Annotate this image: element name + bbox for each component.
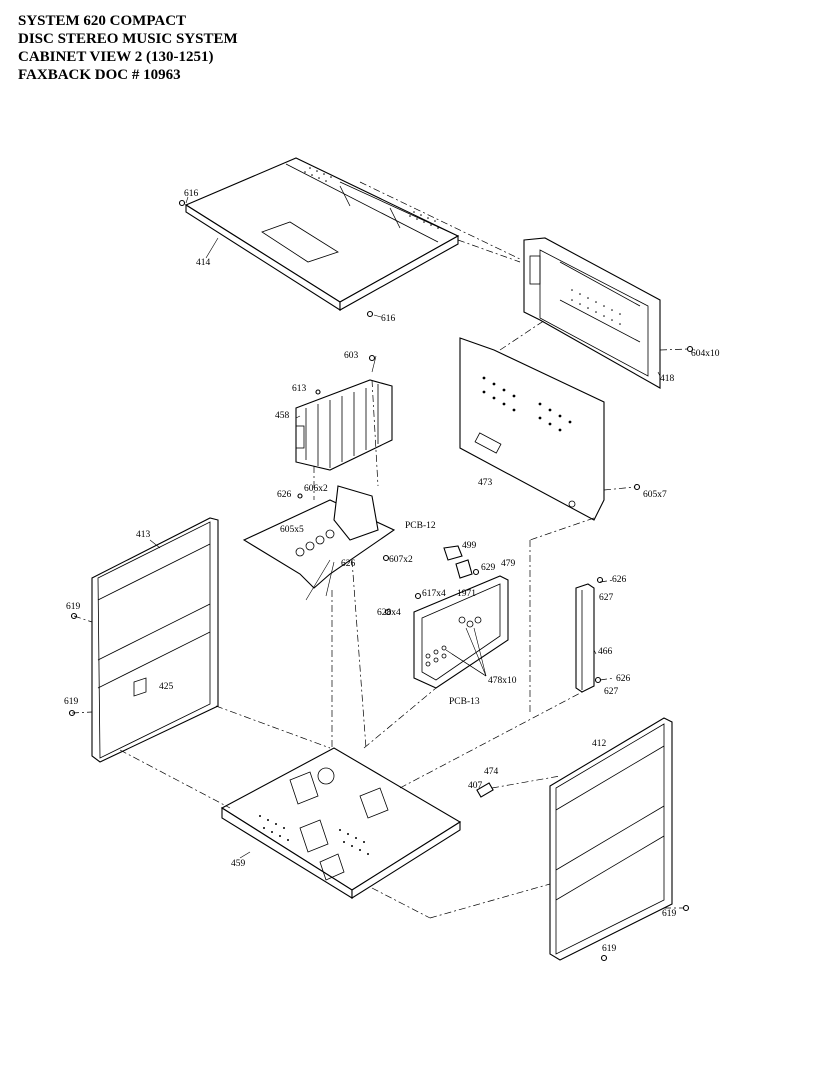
label-619-left-top: 619 [66, 602, 81, 612]
heat-sink-458 [295, 354, 393, 471]
label-605x5: 605x5 [280, 525, 304, 535]
label-606x2: 606x2 [304, 484, 328, 494]
label-418: 418 [660, 374, 675, 384]
bracket-499 [443, 545, 480, 579]
label-459: 459 [231, 859, 246, 869]
label-499: 499 [462, 541, 477, 551]
header-title: SYSTEM 620 COMPACT [18, 13, 187, 29]
label-626-466-bottom: 626 [616, 674, 631, 684]
label-478x10: 478x10 [488, 676, 517, 686]
label-626-466-top: 626 [612, 575, 627, 585]
label-627-bottom: 627 [604, 687, 619, 697]
label-425: 425 [159, 682, 174, 692]
label-604x10: 604x10 [691, 349, 720, 359]
label-458: 458 [275, 411, 290, 421]
label-474: 474 [484, 767, 499, 777]
label-627-top: 627 [599, 593, 614, 603]
header-subtitle: DISC STEREO MUSIC SYSTEM [18, 31, 238, 47]
label-414: 414 [196, 258, 211, 268]
header-faxback-doc: FAXBACK DOC # 10963 [18, 67, 181, 83]
label-pcb-12: PCB-12 [405, 521, 436, 531]
label-pcb-13: PCB-13 [449, 697, 480, 707]
label-619-bottom: 619 [602, 944, 617, 954]
label-629: 629 [481, 563, 496, 573]
label-607x2: 607x2 [389, 555, 413, 565]
label-626-pcb12: 626 [277, 490, 292, 500]
label-1971: 1971 [457, 589, 476, 599]
label-613: 613 [292, 384, 307, 394]
label-413: 413 [136, 530, 151, 540]
amplifier-board-pcb-12 [242, 485, 396, 589]
bottom-chassis-459 [220, 747, 494, 899]
document-header: SYSTEM 620 COMPACT DISC STEREO MUSIC SYS… [18, 12, 238, 84]
bracket-466 [575, 576, 604, 693]
label-605x7: 605x7 [643, 490, 667, 500]
label-616-bottom: 616 [381, 314, 396, 324]
label-619-right: 619 [662, 909, 677, 919]
top-cover-414 [178, 157, 460, 318]
label-479: 479 [501, 559, 516, 569]
label-626-connector: 626 [341, 559, 356, 569]
label-616-top: 616 [184, 189, 199, 199]
right-side-panel-412 [549, 717, 690, 962]
label-628x4: 628x4 [377, 608, 401, 618]
label-412: 412 [592, 739, 607, 749]
rear-panel-418 [523, 237, 694, 389]
label-603: 603 [344, 351, 359, 361]
label-619-left-bottom: 619 [64, 697, 79, 707]
left-side-panel-413 [68, 517, 219, 763]
label-473: 473 [478, 478, 493, 488]
label-466: 466 [598, 647, 613, 657]
label-407: 407 [468, 781, 483, 791]
header-cabinet-view: CABINET VIEW 2 (130-1251) [18, 49, 214, 65]
main-board-473 [459, 337, 641, 521]
label-617x4: 617x4 [422, 589, 446, 599]
sub-board-pcb-13 [384, 575, 509, 689]
